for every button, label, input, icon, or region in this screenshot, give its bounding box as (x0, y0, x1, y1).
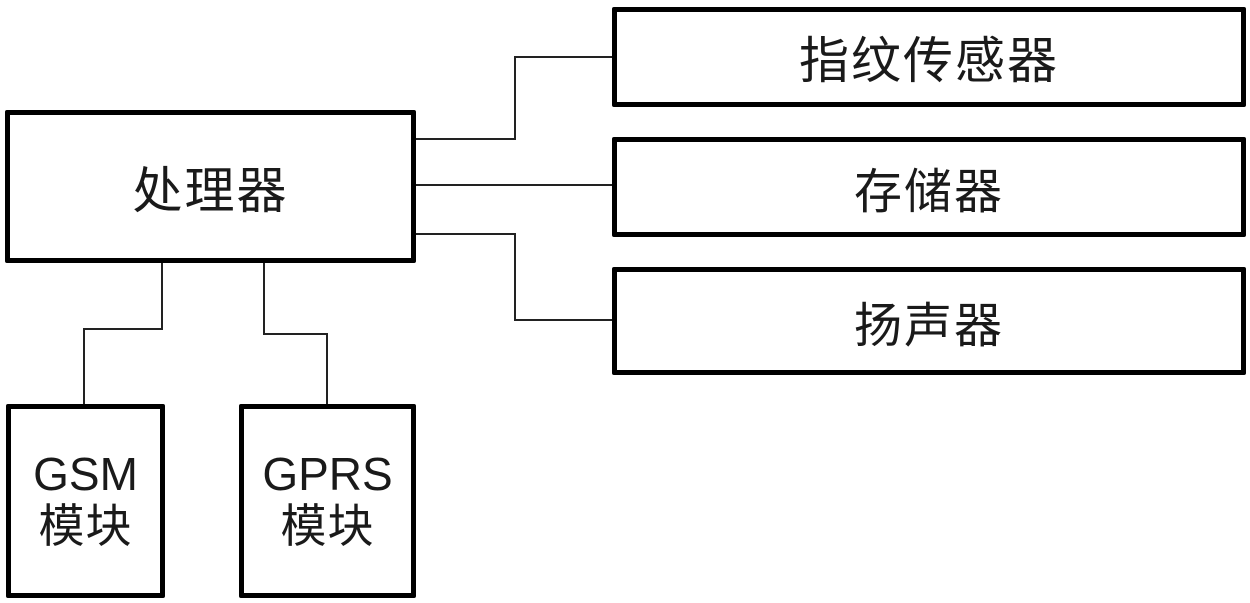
memory-label: 存储器 (853, 164, 1004, 220)
edge-processor-fingerprint-sensor (413, 56, 615, 140)
edge-processor-speaker (413, 233, 615, 321)
edge-processor-gsm-module (83, 254, 163, 406)
speaker-node: 扬声器 (612, 267, 1246, 375)
gprs-module-node: GPRS 模块 (239, 404, 416, 598)
gprs-module-label-line1: GPRS (262, 448, 393, 501)
gsm-module-label-line1: GSM (33, 448, 138, 501)
gprs-module-label-line2: 模块 (280, 499, 375, 553)
speaker-label: 扬声器 (853, 298, 1004, 354)
memory-node: 存储器 (612, 137, 1246, 237)
fingerprint-sensor-label: 指纹传感器 (799, 32, 1059, 90)
processor-node: 处理器 (5, 110, 416, 263)
gprs-module-label: GPRS 模块 (262, 449, 392, 552)
gsm-module-node: GSM 模块 (6, 404, 165, 598)
fingerprint-sensor-node: 指纹传感器 (612, 7, 1246, 107)
processor-label: 处理器 (132, 161, 289, 220)
gsm-module-label-line2: 模块 (38, 499, 133, 553)
edge-processor-gprs-module (263, 260, 328, 406)
gsm-module-label: GSM 模块 (33, 449, 138, 552)
